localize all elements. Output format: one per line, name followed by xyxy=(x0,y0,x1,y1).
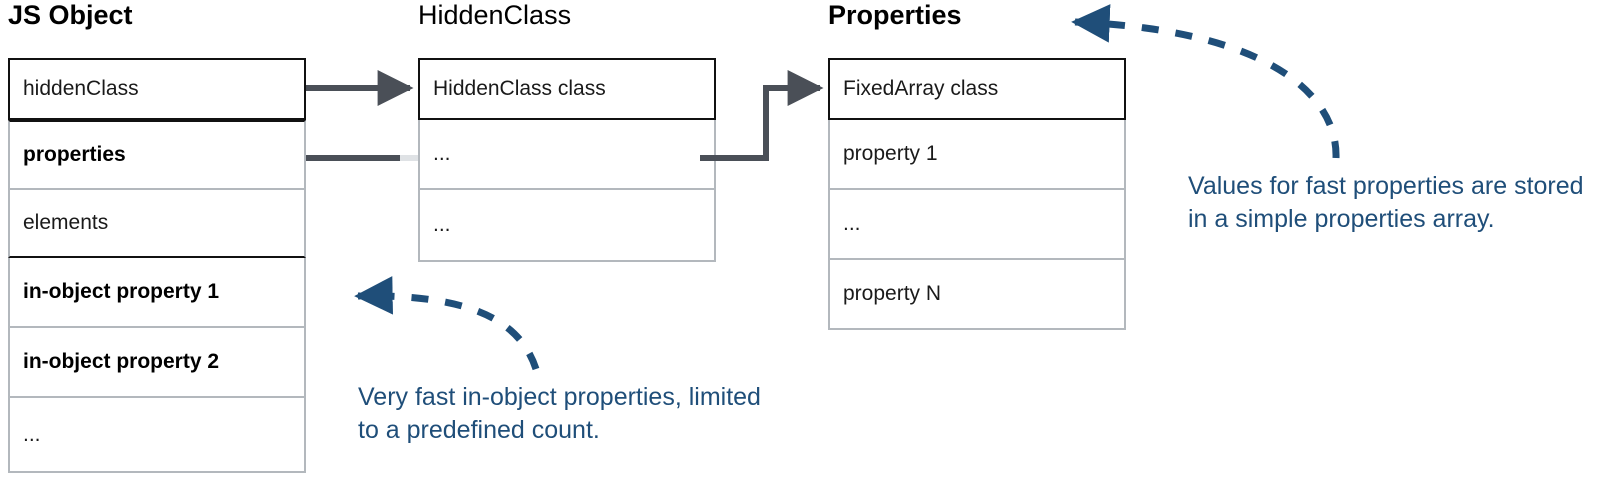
hiddenclass-row-ellipsis-2: ... xyxy=(418,190,716,262)
js-object-row-label: in-object property 1 xyxy=(23,280,220,303)
properties-row-property-n: property N xyxy=(828,260,1126,330)
properties-row-fixedarray-class: FixedArray class xyxy=(828,58,1126,120)
js-object-row-elements: elements xyxy=(8,190,306,258)
properties-pointer-elbow xyxy=(700,70,824,161)
properties-row-label: FixedArray class xyxy=(843,77,999,100)
hiddenclass-row-label: ... xyxy=(433,142,451,165)
hiddenclass-struct: HiddenClass class ... ... xyxy=(418,58,716,262)
js-object-row-hiddenclass: hiddenClass xyxy=(8,58,306,120)
js-object-row-label: properties xyxy=(23,143,126,166)
hiddenclass-row-label: ... xyxy=(433,213,451,236)
annotation-right-text: Values for fast properties are stored in… xyxy=(1188,172,1584,233)
js-object-row-ellipsis: ... xyxy=(8,398,306,473)
properties-struct: FixedArray class property 1 ... property… xyxy=(828,58,1126,330)
properties-row-ellipsis: ... xyxy=(828,190,1126,260)
properties-row-label: property N xyxy=(843,282,942,305)
js-object-row-label: ... xyxy=(23,422,41,446)
hiddenclass-row-ellipsis-1: ... xyxy=(418,120,716,190)
hiddenclass-row-hiddenclass-class: HiddenClass class xyxy=(418,58,716,120)
column-title-properties: Properties xyxy=(828,0,962,30)
column-title-js-object: JS Object xyxy=(8,0,133,30)
js-object-row-label: in-object property 2 xyxy=(23,350,220,373)
js-object-row-in-object-property-2: in-object property 2 xyxy=(8,328,306,398)
column-title-hiddenclass: HiddenClass xyxy=(418,0,572,30)
js-object-row-in-object-property-1: in-object property 1 xyxy=(8,258,306,328)
hiddenclass-row-label: HiddenClass class xyxy=(433,77,606,100)
properties-row-property-1: property 1 xyxy=(828,120,1126,190)
js-object-struct: hiddenClass properties elements in-objec… xyxy=(8,58,306,473)
js-object-row-properties: properties xyxy=(8,120,306,190)
annotation-bottom-text: Very fast in-object properties, limited … xyxy=(358,383,761,444)
js-object-row-label: elements xyxy=(23,211,109,234)
annotation-bottom-callout-arrow xyxy=(354,276,540,371)
properties-row-label: property 1 xyxy=(843,142,938,165)
js-object-row-label: hiddenClass xyxy=(23,77,139,100)
properties-row-label: ... xyxy=(843,212,861,235)
